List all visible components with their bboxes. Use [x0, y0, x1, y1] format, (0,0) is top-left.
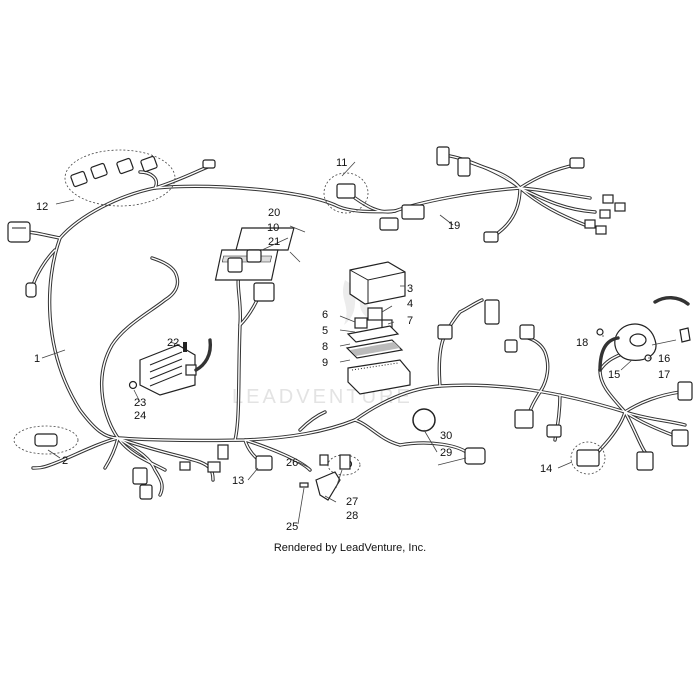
harness-wire-core — [32, 437, 119, 469]
harness-wire — [518, 163, 577, 190]
upper-connectors — [436, 146, 626, 243]
harness-wire — [116, 436, 215, 482]
harness-wire-core — [117, 437, 163, 496]
lower-left-connectors — [132, 444, 229, 500]
harness-wire-core — [234, 269, 242, 441]
harness-wire-core — [104, 437, 119, 469]
harness-wire-core — [494, 187, 521, 236]
callout-15: 15 — [608, 369, 620, 381]
callout-17: 17 — [658, 369, 670, 381]
callout-19: 19 — [448, 220, 460, 232]
bracket-assembly — [299, 454, 361, 501]
harness-wire-core — [519, 187, 591, 199]
harness-wire-core — [354, 419, 401, 446]
callout-12: 12 — [36, 201, 48, 213]
harness-wire-core — [100, 257, 179, 439]
control-modules — [214, 227, 295, 302]
harness-wire-core — [299, 411, 326, 431]
harness-wire-core — [139, 171, 157, 189]
harness-wire-core — [527, 337, 549, 393]
callout-26: 26 — [286, 457, 298, 469]
harness-wire-core — [519, 187, 586, 226]
regulator-assembly — [128, 338, 213, 396]
callout-21: 21 — [268, 236, 280, 248]
harness-wire-core — [459, 299, 483, 313]
harness-wire-core — [624, 391, 681, 413]
callout-1: 1 — [34, 353, 40, 365]
callout-13: 13 — [232, 475, 244, 487]
callout-25: 25 — [286, 521, 298, 533]
harness-wire-core — [244, 439, 311, 471]
harness-wire-core — [48, 237, 119, 439]
callout-28: 28 — [346, 510, 358, 522]
harness-wire-core — [117, 437, 166, 471]
callout-27: 27 — [346, 496, 358, 508]
harness-wire-core — [599, 369, 626, 413]
connector-11 — [323, 172, 425, 231]
connector-29-30 — [412, 408, 486, 465]
callout-5: 5 — [322, 325, 328, 337]
callout-24: 24 — [134, 410, 146, 422]
harness-wire — [47, 236, 120, 440]
callout-16: 16 — [658, 353, 670, 365]
harness-wire-core — [624, 411, 646, 453]
callout-30: 30 — [440, 430, 452, 442]
harness-wire-core — [354, 384, 686, 426]
left-connector — [7, 221, 37, 298]
harness-wire — [437, 310, 462, 388]
harness-wire-core — [59, 185, 396, 239]
harness-wire — [138, 170, 158, 190]
callout-29: 29 — [440, 447, 452, 459]
callout-10: 10 — [267, 222, 279, 234]
callout-11: 11 — [336, 157, 347, 169]
harness-wire — [623, 390, 682, 414]
leader-lines — [41, 161, 677, 525]
harness-wire-core — [354, 197, 396, 213]
callout-22: 22 — [167, 337, 179, 349]
callout-4: 4 — [407, 298, 413, 310]
callout-6: 6 — [322, 309, 328, 321]
right-connectors — [437, 299, 693, 475]
connector-group-12 — [64, 149, 216, 207]
connector-13 — [255, 455, 273, 471]
callout-8: 8 — [322, 341, 328, 353]
harness-wire-core — [519, 187, 596, 213]
fuse-box-assembly — [345, 261, 411, 395]
callout-23: 23 — [134, 397, 146, 409]
callout-2: 2 — [62, 455, 68, 467]
callout-7: 7 — [407, 315, 413, 327]
callout-9: 9 — [322, 357, 328, 369]
callout-14: 14 — [540, 463, 552, 475]
connector-2 — [13, 425, 79, 455]
callout-18: 18 — [576, 337, 588, 349]
callout-3: 3 — [407, 283, 413, 295]
harness-wire-core — [449, 155, 521, 189]
callout-20: 20 — [268, 207, 280, 219]
callouts: 1 2 3 4 5 6 7 8 9 10 11 12 13 14 15 16 1… — [34, 157, 670, 533]
harness-wire — [493, 186, 522, 237]
starter-solenoid-assembly — [596, 296, 691, 372]
credit-text: Rendered by LeadVenture, Inc. — [273, 542, 427, 554]
